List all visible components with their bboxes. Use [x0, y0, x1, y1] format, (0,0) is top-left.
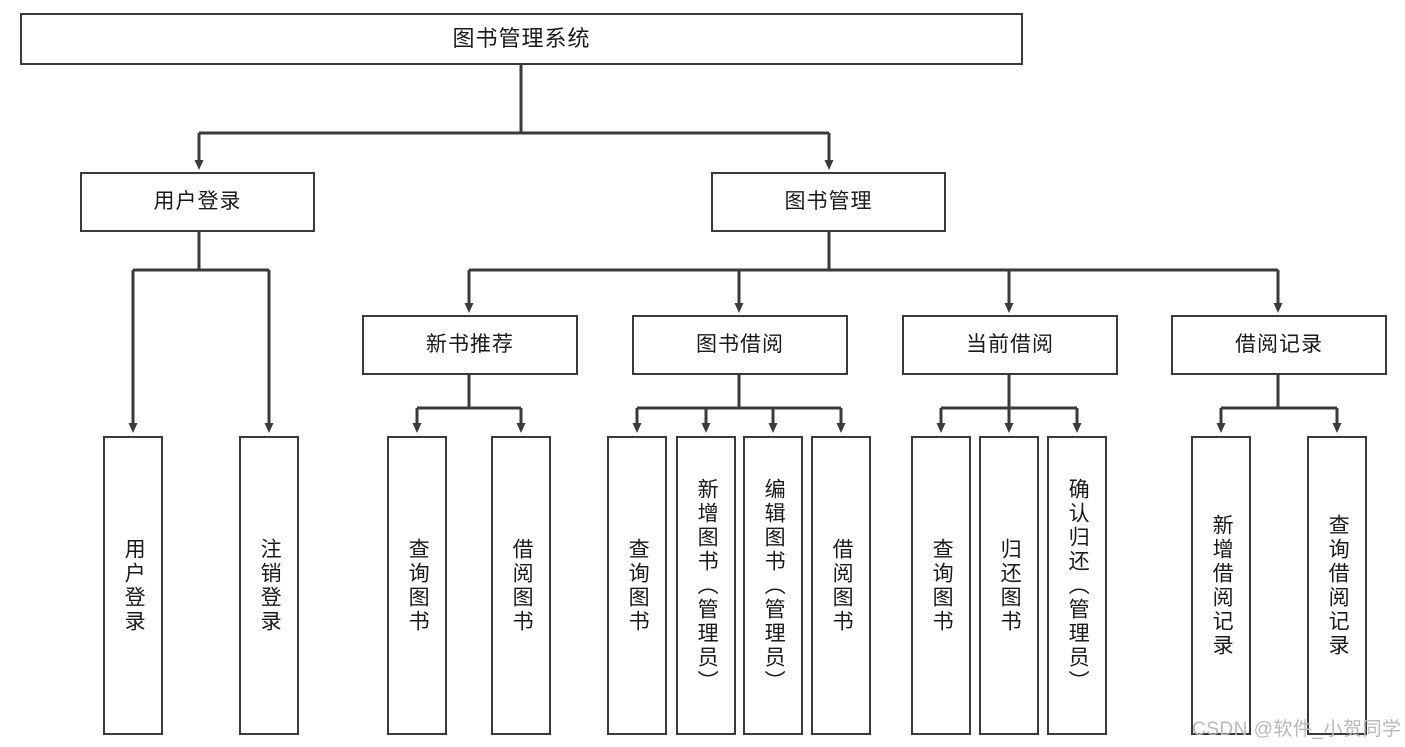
node-user-login[interactable]: 用户登录	[80, 172, 315, 232]
leaf-logout-login[interactable]: 注销登录	[239, 436, 299, 735]
node-borrow-record[interactable]: 借阅记录	[1171, 315, 1387, 375]
node-label: 归还图书	[998, 537, 1022, 634]
node-label: 借阅图书	[510, 537, 534, 634]
node-book-borrow[interactable]: 图书借阅	[632, 315, 848, 375]
node-label: 图书管理	[784, 190, 873, 214]
node-label: 借阅记录	[1235, 333, 1323, 357]
leaf-add-record[interactable]: 新增借阅记录	[1191, 436, 1251, 735]
node-new-book-recommend[interactable]: 新书推荐	[362, 315, 578, 375]
node-label: 新增图书（管理员）	[695, 477, 719, 694]
leaf-confirm-return[interactable]: 确认归还（管理员）	[1047, 436, 1107, 735]
node-label: 用户登录	[153, 190, 242, 214]
leaf-edit-book[interactable]: 编辑图书（管理员）	[743, 436, 803, 735]
node-label: 当前借阅	[966, 333, 1054, 357]
node-root-system[interactable]: 图书管理系统	[20, 13, 1023, 65]
node-label: 图书管理系统	[452, 25, 591, 51]
leaf-query-record[interactable]: 查询借阅记录	[1307, 436, 1367, 735]
node-label: 查询图书	[930, 537, 954, 634]
node-label: 查询图书	[406, 537, 430, 634]
leaf-query-book-1[interactable]: 查询图书	[387, 436, 447, 735]
node-label: 图书借阅	[696, 333, 784, 357]
node-book-manage[interactable]: 图书管理	[711, 172, 946, 232]
node-label: 借阅图书	[830, 537, 854, 634]
node-label: 新书推荐	[426, 333, 514, 357]
leaf-query-book-3[interactable]: 查询图书	[911, 436, 971, 735]
leaf-borrow-book-1[interactable]: 借阅图书	[491, 436, 551, 735]
node-label: 查询图书	[626, 537, 650, 634]
leaf-return-book[interactable]: 归还图书	[979, 436, 1039, 735]
leaf-add-book[interactable]: 新增图书（管理员）	[676, 436, 736, 735]
node-label: 新增借阅记录	[1210, 513, 1234, 658]
node-label: 用户登录	[122, 537, 146, 634]
node-label: 注销登录	[258, 537, 282, 634]
leaf-user-login[interactable]: 用户登录	[103, 436, 163, 735]
node-label: 编辑图书（管理员）	[762, 477, 786, 694]
leaf-borrow-book-2[interactable]: 借阅图书	[811, 436, 871, 735]
leaf-query-book-2[interactable]: 查询图书	[607, 436, 667, 735]
node-label: 确认归还（管理员）	[1066, 477, 1090, 694]
node-current-borrow[interactable]: 当前借阅	[902, 315, 1118, 375]
node-label: 查询借阅记录	[1326, 513, 1350, 658]
